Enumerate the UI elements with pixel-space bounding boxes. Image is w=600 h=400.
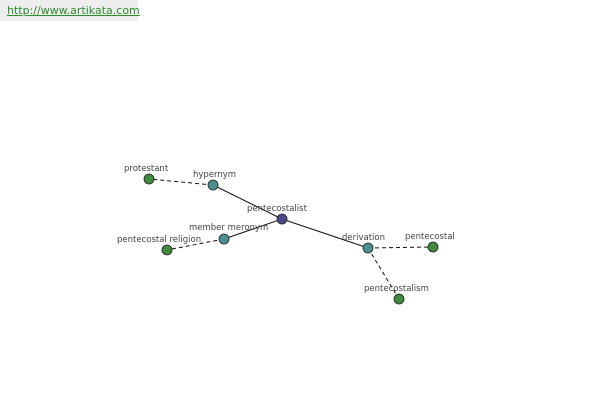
node-pentecostal[interactable] xyxy=(427,241,439,253)
label-derivation[interactable]: derivation xyxy=(342,233,385,243)
edge-derivation-pentecostalism xyxy=(367,247,400,300)
edge-center-hypernym xyxy=(212,184,283,220)
label-hypernym[interactable]: hypernym xyxy=(193,170,236,180)
node-center[interactable] xyxy=(276,213,288,225)
node-member-meronym[interactable] xyxy=(218,233,230,245)
label-center[interactable]: pentecostalist xyxy=(247,204,308,214)
node-pentecostal-religion[interactable] xyxy=(161,244,173,256)
node-protestant[interactable] xyxy=(143,173,155,185)
edge-hypernym-protestant xyxy=(148,178,214,186)
label-pentecostalism[interactable]: pentecostalism xyxy=(364,284,429,294)
label-member-meronym[interactable]: member meronym xyxy=(189,223,268,233)
node-hypernym[interactable] xyxy=(207,179,219,191)
node-pentecostalism[interactable] xyxy=(393,293,405,305)
label-protestant[interactable]: protestant xyxy=(124,164,169,174)
edge-meronym-religion xyxy=(166,238,225,251)
site-url-link[interactable]: http://www.artikata.com xyxy=(7,4,140,17)
label-pentecostal[interactable]: pentecostal xyxy=(405,232,455,242)
url-bar: http://www.artikata.com xyxy=(0,0,140,21)
node-derivation[interactable] xyxy=(362,242,374,254)
edge-center-derivation xyxy=(281,218,369,249)
label-pentecostal-religion[interactable]: pentecostal religion xyxy=(117,235,201,245)
edge-center-member-meronym xyxy=(223,218,283,240)
edge-derivation-pentecostal xyxy=(367,246,434,249)
